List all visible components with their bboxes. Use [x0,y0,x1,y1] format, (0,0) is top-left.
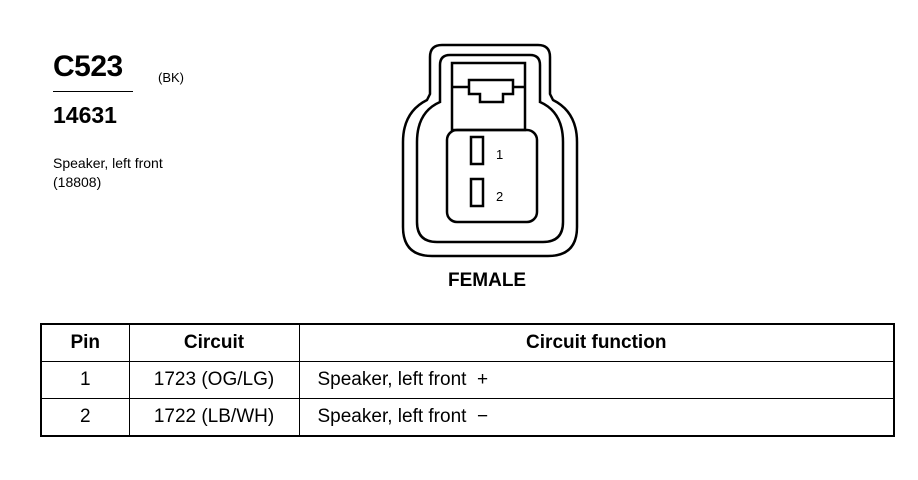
connector-face [445,128,539,224]
connector-face-diagram: 1 2 [401,43,579,258]
pin-label-2: 2 [496,189,503,204]
latch-tab [467,78,515,104]
polarity-sign: + [476,369,489,390]
connector-outer-shell [401,43,579,258]
pin-cell: 1 [40,361,130,399]
circuit-cell: 1723 (OG/LG) [128,361,300,399]
function-text: Speaker, left front [317,369,467,390]
connector-description: Speaker, left front (18808) [53,154,163,192]
table-row: 1 1723 (OG/LG) Speaker, left front + [40,361,895,399]
connector-latch [450,61,527,132]
header-pin: Pin [40,323,130,362]
pinout-table: Pin Circuit Circuit function 1 1723 (OG/… [40,323,895,437]
polarity-sign: − [476,406,489,427]
pin-label-1: 1 [496,147,503,162]
description-line-2: (18808) [53,174,102,190]
part-number: 14631 [53,102,117,128]
header-circuit: Circuit [128,323,300,362]
table-header-row: Pin Circuit Circuit function [40,323,895,362]
connector-inner-shell [415,53,565,244]
connector-id: C523 [53,50,123,83]
connector-color-code: (BK) [158,70,184,85]
pin-cell: 2 [40,398,130,437]
function-text: Speaker, left front [317,406,467,427]
pin-cavity-2 [469,177,485,208]
function-cell: Speaker, left front − [298,398,895,437]
description-line-1: Speaker, left front [53,155,163,171]
connector-gender-label: FEMALE [448,270,527,291]
function-cell: Speaker, left front + [298,361,895,399]
header-function: Circuit function [298,323,895,362]
pin-cavity-1 [469,135,485,166]
connector-id-divider [53,91,133,92]
table-row: 2 1722 (LB/WH) Speaker, left front − [40,398,895,437]
circuit-cell: 1722 (LB/WH) [128,398,300,437]
